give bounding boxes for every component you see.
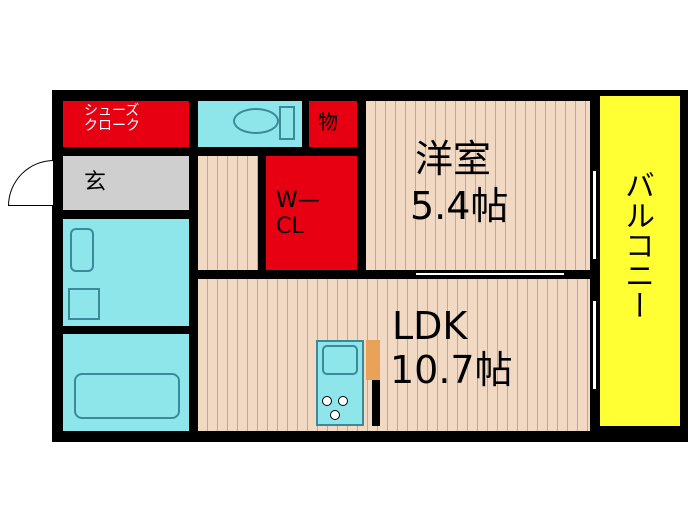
- stove-burner-2: [338, 396, 348, 406]
- washing-machine-pan: [68, 288, 100, 320]
- wall-h4: [57, 326, 198, 334]
- ldk-name: LDK: [392, 304, 468, 348]
- balcony: [600, 96, 680, 426]
- shoe-closet: [63, 101, 189, 147]
- stove-burner-3: [330, 410, 340, 420]
- western-room-floor: [366, 101, 590, 270]
- entrance-door: [8, 160, 54, 206]
- wall-h1: [57, 147, 366, 156]
- hallway: [198, 156, 258, 270]
- walkin-closet-label: W— CL: [276, 188, 320, 240]
- kitchen-wall: [372, 380, 380, 426]
- toilet-bowl: [233, 108, 279, 134]
- ldk-floor: [198, 279, 590, 431]
- washbasin: [70, 228, 94, 272]
- wall-v3: [258, 150, 266, 274]
- entrance-label: 玄: [84, 170, 107, 195]
- ldk-size: 10.7帖: [390, 348, 513, 392]
- wall-v2: [357, 96, 366, 274]
- western-room-size: 5.4帖: [410, 184, 509, 228]
- kitchen-cabinet: [366, 340, 380, 380]
- wall-v1: [189, 96, 198, 436]
- wall-h2: [57, 210, 198, 219]
- room-door-slide: [415, 272, 565, 276]
- kitchen-sink: [322, 345, 358, 375]
- toilet-tank: [279, 106, 295, 140]
- walkin-closet: [266, 156, 357, 270]
- western-room-name: 洋室: [415, 137, 492, 181]
- storage-label: 物: [318, 110, 338, 134]
- balcony-label: バルコニー: [619, 170, 654, 320]
- stove-burner-1: [322, 396, 332, 406]
- entrance: [63, 156, 189, 210]
- wall-h3: [194, 270, 594, 279]
- balcony-window: [592, 170, 597, 260]
- wall-v-balcony: [590, 96, 600, 431]
- shoe-closet-label: シューズ クローク: [84, 103, 140, 135]
- storage-room: [309, 101, 357, 147]
- ldk-window: [592, 300, 597, 390]
- bathtub: [74, 373, 180, 419]
